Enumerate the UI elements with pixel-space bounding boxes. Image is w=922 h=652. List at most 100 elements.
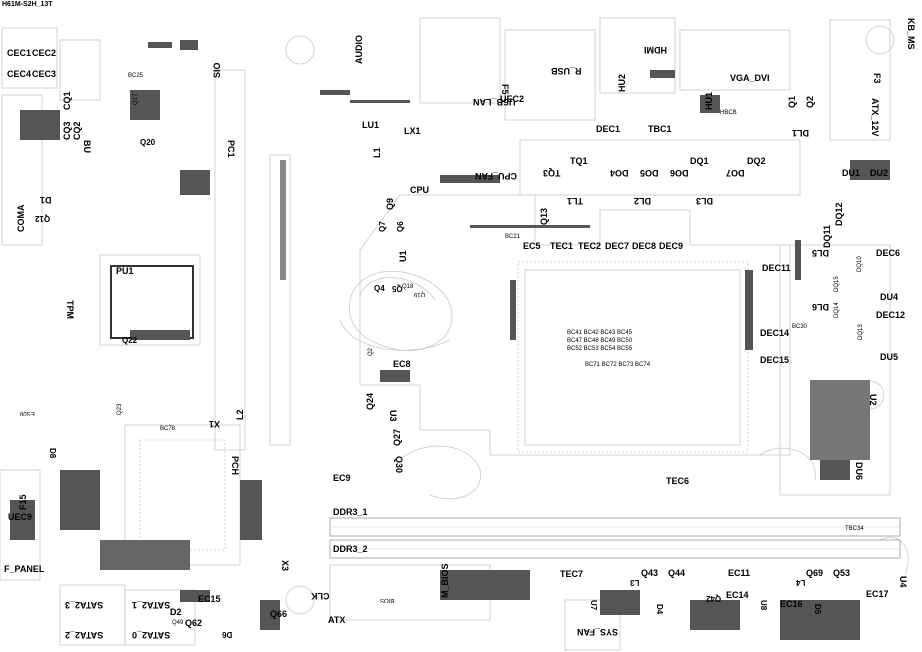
label-du1: DU1 — [842, 168, 861, 178]
label-dq14: DQ14 — [834, 302, 840, 318]
label-q42: Q42 — [706, 594, 722, 603]
label-q69: Q69 — [806, 568, 824, 578]
label-hu1: HU1 — [704, 91, 714, 110]
label-uec2: UEC2 — [500, 94, 525, 104]
label-q44: Q44 — [668, 568, 686, 578]
label-l3: L3 — [630, 578, 640, 587]
label-cec1: CEC1 — [7, 48, 32, 58]
label-f3: F3 — [872, 73, 882, 84]
label-ec8: EC8 — [393, 359, 411, 369]
label-tec2: TEC2 — [578, 241, 602, 251]
label-ddr3-2: DDR3_2 — [333, 544, 368, 554]
label-ddr3-1: DDR3_1 — [333, 507, 368, 517]
label-sata2-0: SATA2_0 — [132, 630, 171, 640]
label-q22: Q22 — [122, 336, 138, 345]
label-l2: L2 — [235, 409, 245, 420]
label-du2: DU2 — [870, 168, 889, 178]
label-q30: Q30 — [394, 456, 404, 474]
label-dl6: DL6 — [812, 302, 830, 312]
label-do6: DO6 — [670, 168, 689, 178]
label-du5: DU5 — [880, 352, 899, 362]
label-q2b: Q2 — [368, 347, 374, 356]
label-cpu-fan: CPU_FAN — [475, 171, 518, 181]
label-atx-12v: ATX_12V — [870, 98, 880, 137]
label-q19: Q19 — [414, 291, 426, 297]
label-dq2: DQ2 — [747, 156, 766, 166]
label-do5: DO5 — [640, 168, 659, 178]
label-cpu: CPU — [410, 185, 430, 195]
label-dec1: DEC1 — [596, 124, 621, 134]
label-tec1: TEC1 — [550, 241, 574, 251]
label-dec12: DEC12 — [876, 310, 906, 320]
label-q12: Q12 — [35, 214, 51, 223]
label-sata2-3: SATA2_3 — [65, 600, 104, 610]
label-cec4: CEC4 — [7, 69, 32, 79]
label-u1: U1 — [398, 250, 408, 262]
label-q53: Q53 — [833, 568, 851, 578]
label-tec7: TEC7 — [560, 569, 584, 579]
label-tpm: TPM — [65, 300, 75, 319]
label-coma: COMA — [16, 204, 26, 233]
label-f15: F15 — [18, 494, 28, 510]
label-lu1: LU1 — [362, 120, 380, 130]
label-dl1: DL1 — [792, 128, 810, 138]
label-q27: Q27 — [392, 428, 402, 446]
label-m-bios: M_BIOS — [440, 563, 450, 598]
label-u8: U8 — [759, 600, 768, 611]
label-du6: DU6 — [854, 462, 864, 481]
label-u3: U3 — [388, 410, 398, 422]
label-x1: X1 — [209, 419, 221, 429]
label-dq12: DQ12 — [834, 202, 844, 226]
label-d6: D6 — [222, 630, 233, 639]
label-q20: Q20 — [140, 138, 156, 147]
label-q62: Q62 — [185, 618, 203, 628]
label-dec15: DEC15 — [760, 355, 790, 365]
label-ec14: EC14 — [726, 590, 749, 600]
label-q2: Q2 — [805, 95, 815, 108]
label-ec9: EC9 — [333, 473, 351, 483]
label-q17: Q17 — [133, 93, 139, 105]
label-tec6: TEC6 — [666, 476, 690, 486]
label-dec8: DEC8 — [632, 241, 657, 251]
label-dec7: DEC7 — [605, 241, 630, 251]
label-cq1: CQ1 — [62, 91, 72, 110]
label-d2: D2 — [170, 607, 182, 617]
label-sata2-2: SATA2_2 — [65, 630, 104, 640]
label-u4: U4 — [898, 576, 908, 588]
label-dl2: DL2 — [634, 196, 652, 206]
label-dec6: DEC6 — [876, 248, 901, 258]
label-tq3: TQ3 — [543, 168, 561, 178]
label-ec5: EC5 — [523, 241, 541, 251]
label-dq1: DQ1 — [690, 156, 709, 166]
label-dl5: DL5 — [812, 248, 830, 258]
label-dec11: DEC11 — [762, 263, 791, 273]
label-audio: AUDIO — [354, 35, 364, 64]
label-clk: CLK — [311, 591, 330, 601]
label-q9: Q9 — [385, 197, 395, 210]
label-vga-dvi: VGA_DVI — [730, 73, 770, 83]
label-cec2: CEC2 — [32, 48, 57, 58]
label-dl3: DL3 — [696, 196, 714, 206]
label-bc25: BC25 — [128, 73, 144, 79]
label-dq10: DQ10 — [857, 256, 863, 272]
label-bc52-row: BC52 BC53 BC54 BC55 — [567, 346, 633, 352]
label-q24: Q24 — [365, 392, 375, 410]
label-sys-fan: SYS_FAN — [577, 627, 619, 637]
label-atx: ATX — [328, 615, 346, 625]
label-ec16: EC16 — [780, 599, 803, 609]
label-bios: BIOS — [380, 597, 395, 603]
label-dq13: DQ13 — [858, 324, 864, 340]
label-hbcb: HBCB — [720, 110, 737, 116]
label-f5: F5 — [500, 84, 510, 95]
label-bc21: BC21 — [505, 234, 521, 240]
label-q23: Q23 — [117, 403, 123, 415]
label-lx1: LX1 — [404, 126, 421, 136]
label-q6: Q6 — [396, 221, 405, 232]
label-u7: U7 — [589, 600, 598, 611]
label-bc30: BC30 — [792, 324, 808, 330]
label-pc1: PC1 — [226, 140, 236, 158]
label-f-panel: F_PANEL — [4, 564, 45, 574]
label-q49: Q49 — [172, 620, 184, 626]
